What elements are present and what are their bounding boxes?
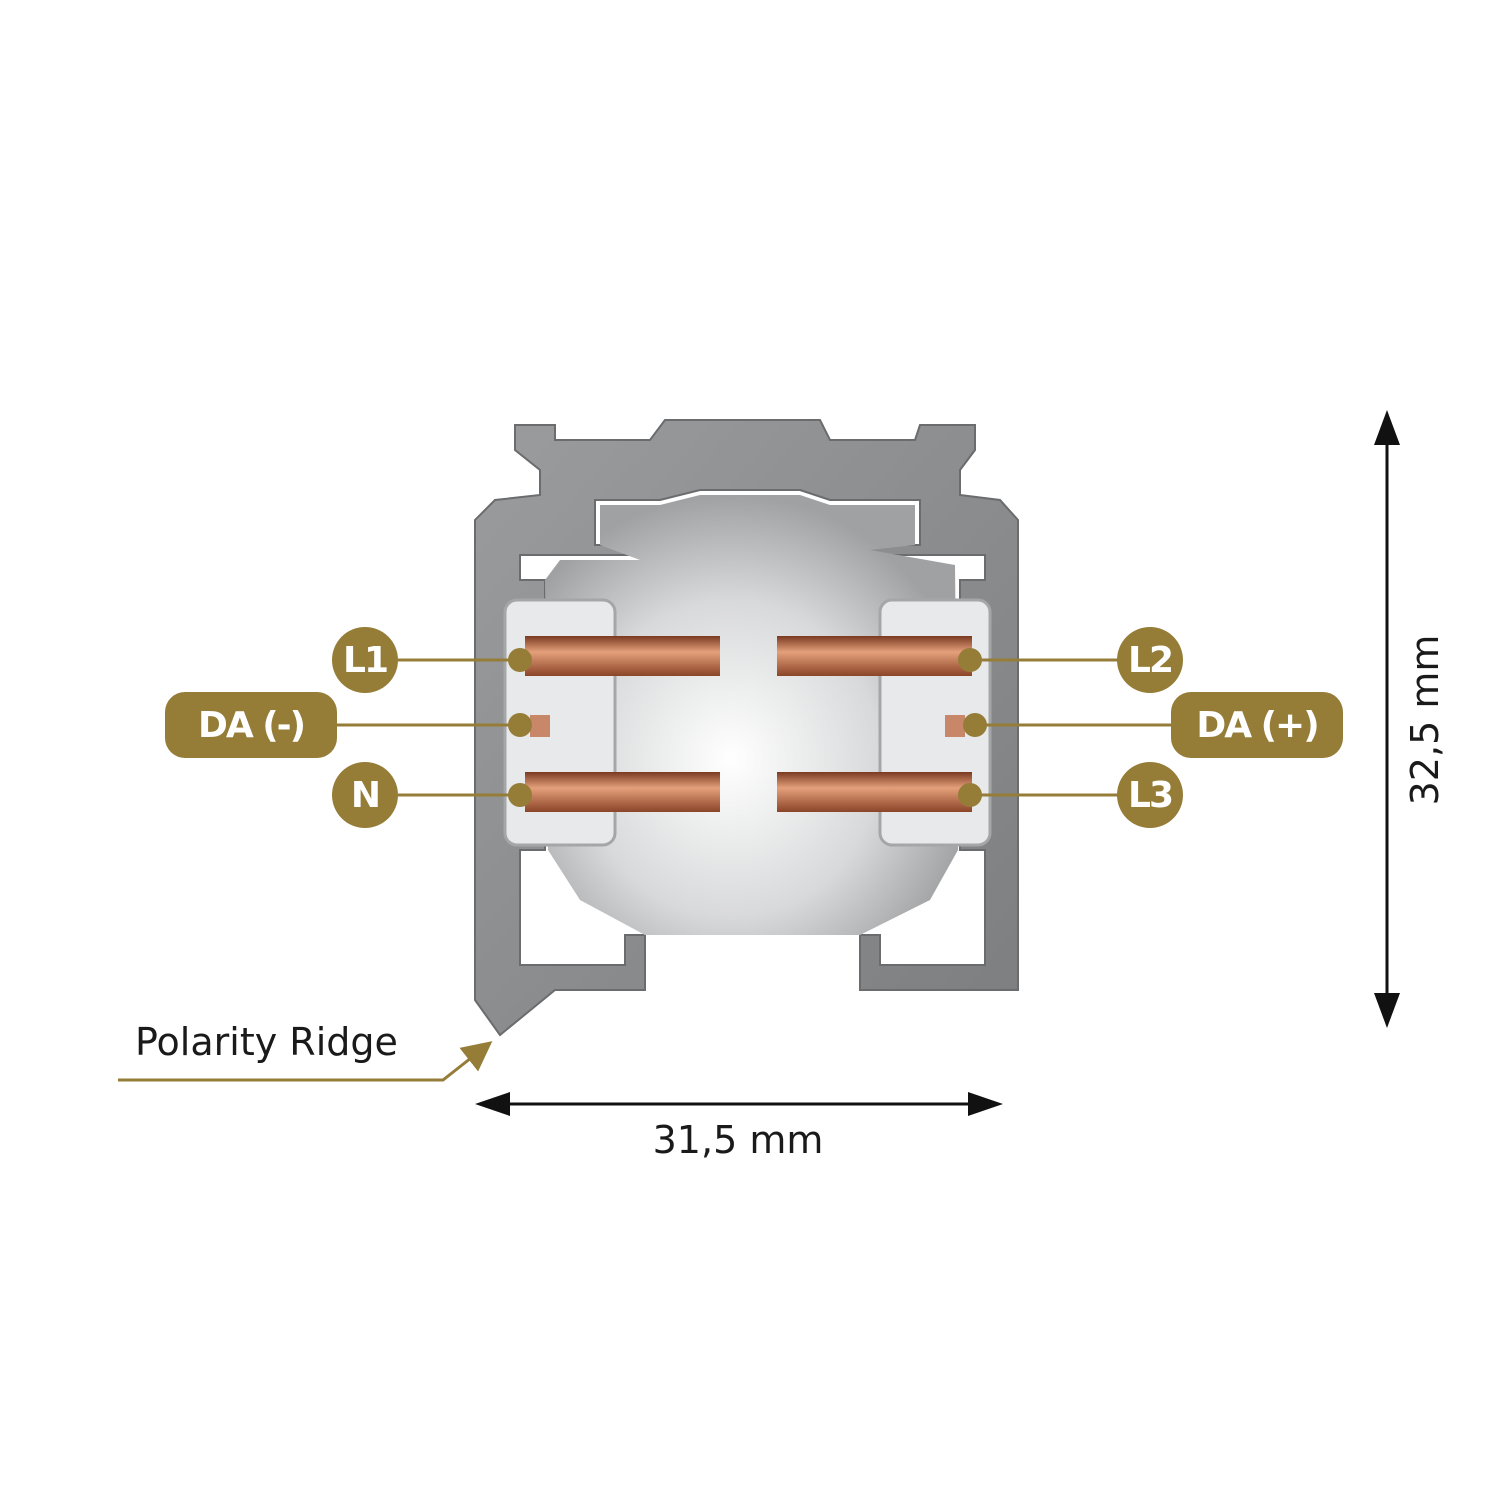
height-dimension-label: 32,5 mm xyxy=(1403,634,1447,806)
polarity-ridge-label: Polarity Ridge xyxy=(135,1020,398,1064)
label-l2: L2 xyxy=(1117,627,1183,693)
label-l3: L3 xyxy=(1117,762,1183,828)
conductor-l3 xyxy=(777,772,972,812)
leader-dots xyxy=(508,648,987,807)
width-dimension-arrow xyxy=(475,1092,1003,1116)
conductor-l1 xyxy=(525,636,720,676)
leader-lines xyxy=(335,658,1172,797)
label-n: N xyxy=(332,762,398,828)
label-da-plus: DA (+) xyxy=(1171,692,1343,758)
aluminium-profile xyxy=(474,419,1019,1037)
label-da-minus: DA (-) xyxy=(165,692,337,758)
conductor-l2 xyxy=(777,636,972,676)
height-dimension-arrow xyxy=(1374,410,1400,1028)
conductor-n xyxy=(525,772,720,812)
polarity-ridge-pointer xyxy=(118,1041,493,1082)
label-l1: L1 xyxy=(332,627,398,693)
width-dimension-label: 31,5 mm xyxy=(652,1118,824,1162)
